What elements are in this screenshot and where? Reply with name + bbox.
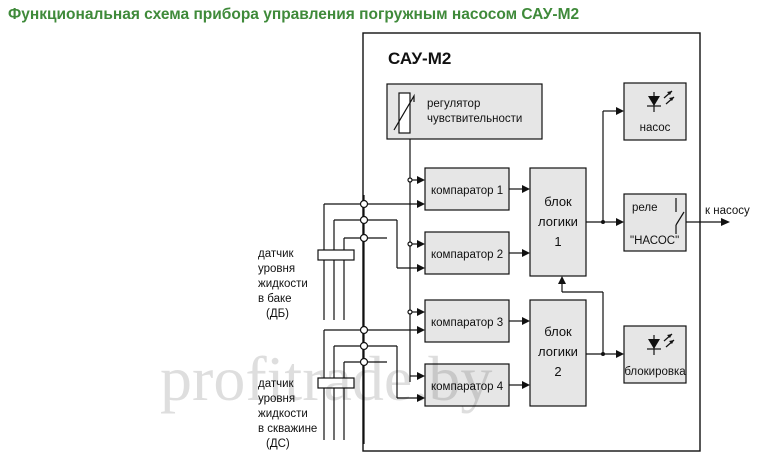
svg-text:датчик: датчик (258, 248, 295, 260)
svg-text:жидкости: жидкости (258, 278, 308, 290)
block-indicator-label: блокировка (624, 366, 686, 378)
led-icon (647, 90, 675, 112)
block-indicator-box (623, 325, 687, 384)
logic-block-1-line3: 1 (554, 234, 561, 249)
db-sensor-holder (317, 249, 355, 261)
relay-contact-icon (675, 198, 685, 234)
led-icon (647, 333, 675, 355)
comparator-4-label: компаратор 4 (431, 381, 504, 393)
svg-text:жидкости: жидкости (258, 408, 308, 420)
svg-text:датчик: датчик (258, 378, 295, 390)
comparator-3-label: компаратор 3 (431, 317, 503, 329)
ds-sensor-holder (317, 377, 355, 389)
svg-text:в баке: в баке (258, 293, 292, 305)
output-label: к насосу (705, 205, 750, 217)
variable-resistor-icon (393, 92, 415, 134)
svg-text:в скважине: в скважине (258, 423, 317, 435)
comparator-1-label: компаратор 1 (431, 185, 503, 197)
logic-block-1-line1: блок (544, 194, 572, 209)
comparator-2-box (424, 231, 510, 275)
relay-label-line2: "НАСОС" (630, 235, 679, 247)
svg-text:(ДС): (ДС) (266, 438, 290, 450)
output-arrow-icon (721, 218, 730, 226)
pump-indicator-label: насос (640, 122, 671, 134)
watermark: profitrade.by (160, 343, 492, 414)
regulator-label-line2: чувствительности (427, 113, 522, 125)
svg-text:уровня: уровня (258, 393, 295, 405)
logic-block-1-line2: логики (538, 214, 578, 229)
logic-block-2-line3: 2 (554, 364, 561, 379)
logic-block-2-box (529, 299, 587, 407)
diagram-title: Функциональная схема прибора управления … (8, 6, 580, 23)
pump-indicator-box (623, 82, 687, 141)
sensor-db-label: датчик уровня жидкости в баке (ДБ) (258, 248, 308, 320)
device-label: САУ-М2 (388, 49, 451, 68)
svg-text:уровня: уровня (258, 263, 295, 275)
relay-label-line1: реле (632, 202, 658, 214)
svg-text:(ДБ): (ДБ) (266, 308, 289, 320)
regulator-box (386, 83, 543, 140)
regulator-label-line1: регулятор (427, 98, 480, 110)
comparator-3-box (424, 299, 510, 343)
comparator-2-label: компаратор 2 (431, 249, 503, 261)
logic-block-1-box (529, 167, 587, 277)
comparator-4-box (424, 363, 510, 407)
sensor-ds-label: датчик уровня жидкости в скважине (ДС) (258, 378, 317, 450)
logic-block-2-line1: блок (544, 324, 572, 339)
logic-block-2-line2: логики (538, 344, 578, 359)
